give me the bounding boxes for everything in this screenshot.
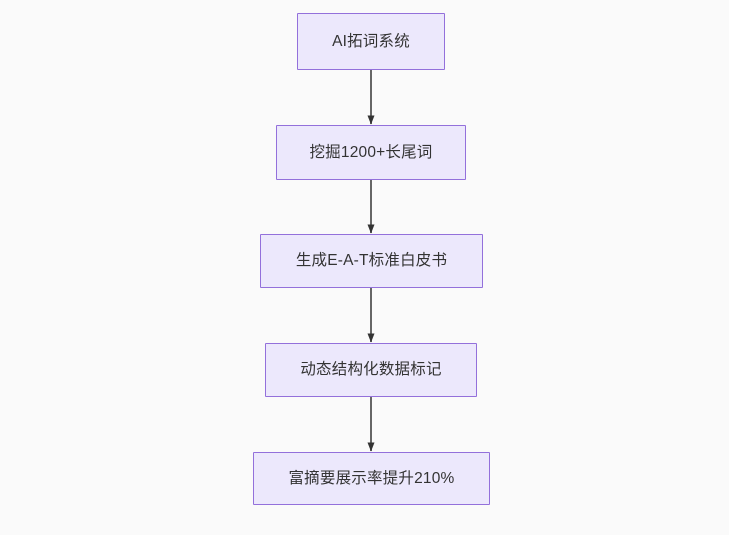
flow-node-label: 生成E-A-T标准白皮书: [295, 252, 448, 270]
flow-node-label: 富摘要展示率提升210%: [288, 469, 455, 487]
flow-node-dynamic-structured-data[interactable]: 动态结构化数据标记: [265, 343, 477, 397]
flow-node-mine-longtail-keywords[interactable]: 挖掘1200+长尾词: [276, 125, 466, 180]
flow-node-rich-snippet-uplift[interactable]: 富摘要展示率提升210%: [253, 452, 490, 505]
flow-node-label: 动态结构化数据标记: [300, 361, 442, 379]
flow-node-label: 挖掘1200+长尾词: [309, 143, 433, 161]
flow-node-generate-eat-whitepaper[interactable]: 生成E-A-T标准白皮书: [260, 234, 483, 288]
flow-node-label: AI拓词系统: [332, 32, 410, 50]
flow-node-ai-keyword-system[interactable]: AI拓词系统: [297, 13, 445, 70]
